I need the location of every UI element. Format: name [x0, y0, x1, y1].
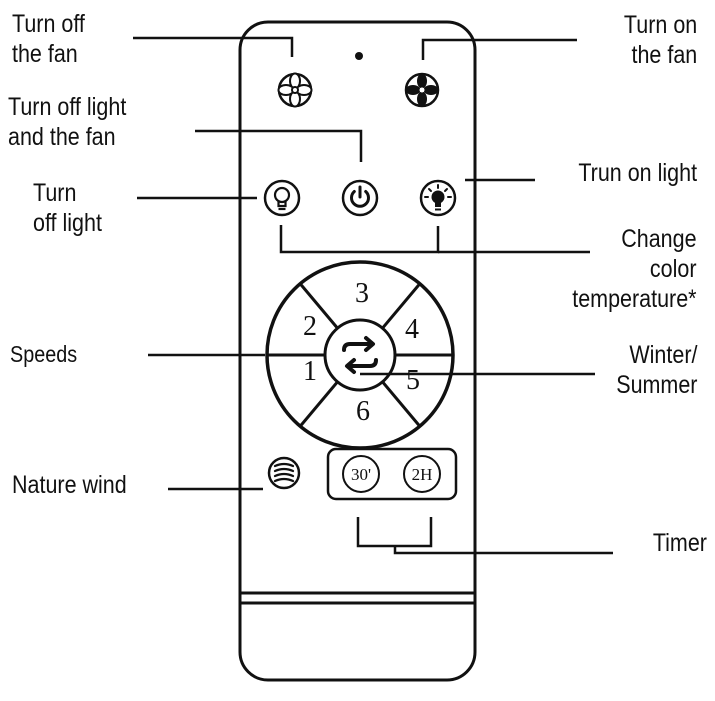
label-line: Turn on	[623, 11, 697, 39]
nature-wind-button[interactable]	[267, 456, 301, 490]
label-line: Nature wind	[12, 471, 127, 499]
timer-30-button[interactable]: 30'	[342, 455, 380, 493]
label-line: the fan	[631, 41, 697, 69]
wind-icon	[273, 462, 295, 483]
leader-color-temp-bracket	[279, 225, 440, 254]
label-line: color	[650, 255, 697, 283]
fan-outline-icon	[277, 72, 313, 108]
leader-turn-off-fan	[133, 36, 294, 57]
indicator-led	[355, 52, 363, 60]
label-line: Summer	[615, 371, 697, 399]
leader-turn-on-fan	[421, 38, 577, 60]
label-timer: Timer	[653, 528, 707, 558]
label-line: Change	[621, 225, 697, 253]
label-speeds: Speeds	[10, 339, 77, 369]
fan-filled-icon	[405, 73, 439, 107]
label-line: Speeds	[10, 341, 78, 367]
speed-5-button[interactable]: 5	[406, 365, 420, 396]
label-turn-on-fan: Turn on the fan	[624, 10, 697, 70]
power-icon	[350, 185, 370, 208]
label-line: off light	[33, 209, 102, 237]
label-line: Turn off light	[8, 93, 127, 121]
fan-on-button[interactable]	[404, 72, 440, 108]
leader-lines	[133, 36, 613, 555]
label-nature-wind: Nature wind	[12, 470, 127, 500]
bulb-outline-icon	[273, 186, 291, 211]
timer-2h-label: 2H	[412, 465, 433, 484]
timer-30-label: 30'	[351, 465, 371, 484]
speed-dial: 1 2 3 4 5 6	[265, 260, 455, 450]
speed-3-button[interactable]: 3	[355, 278, 369, 309]
timer-2h-button[interactable]: 2H	[403, 455, 441, 493]
speed-2-button[interactable]: 2	[303, 311, 317, 342]
leader-timer-bracket	[356, 517, 433, 548]
label-line: the fan	[12, 40, 78, 68]
power-off-button[interactable]	[341, 179, 379, 217]
fan-off-button[interactable]	[277, 72, 313, 108]
label-line: Winter/	[628, 341, 697, 369]
label-turn-off-fan: Turn off the fan	[12, 9, 85, 69]
light-off-button[interactable]	[263, 179, 301, 217]
leader-timer	[393, 546, 613, 555]
reverse-direction-button[interactable]	[323, 318, 397, 392]
label-turn-on-light: Trun on light	[578, 158, 697, 188]
label-turn-off-light: Turn off light	[33, 178, 102, 238]
label-turn-off-light-and-fan: Turn off light and the fan	[8, 92, 126, 152]
leader-turn-off-light-and-fan	[195, 129, 363, 162]
speed-4-button[interactable]: 4	[405, 314, 419, 345]
label-change-color-temperature: Change color temperature*	[573, 224, 697, 314]
bulb-filled-icon	[424, 184, 452, 211]
light-on-button[interactable]	[419, 179, 457, 217]
label-winter-summer: Winter/ Summer	[616, 340, 697, 400]
remote-body	[238, 20, 477, 682]
speed-6-button[interactable]: 6	[356, 396, 370, 427]
label-line: Turn	[33, 179, 77, 207]
speed-1-button[interactable]: 1	[303, 356, 317, 387]
label-line: temperature*	[572, 285, 697, 313]
label-line: Turn off	[12, 10, 85, 38]
label-line: and the fan	[8, 123, 116, 151]
label-line: Trun on light	[578, 159, 697, 187]
reverse-arrows-icon	[342, 336, 378, 374]
label-line: Timer	[652, 529, 707, 557]
